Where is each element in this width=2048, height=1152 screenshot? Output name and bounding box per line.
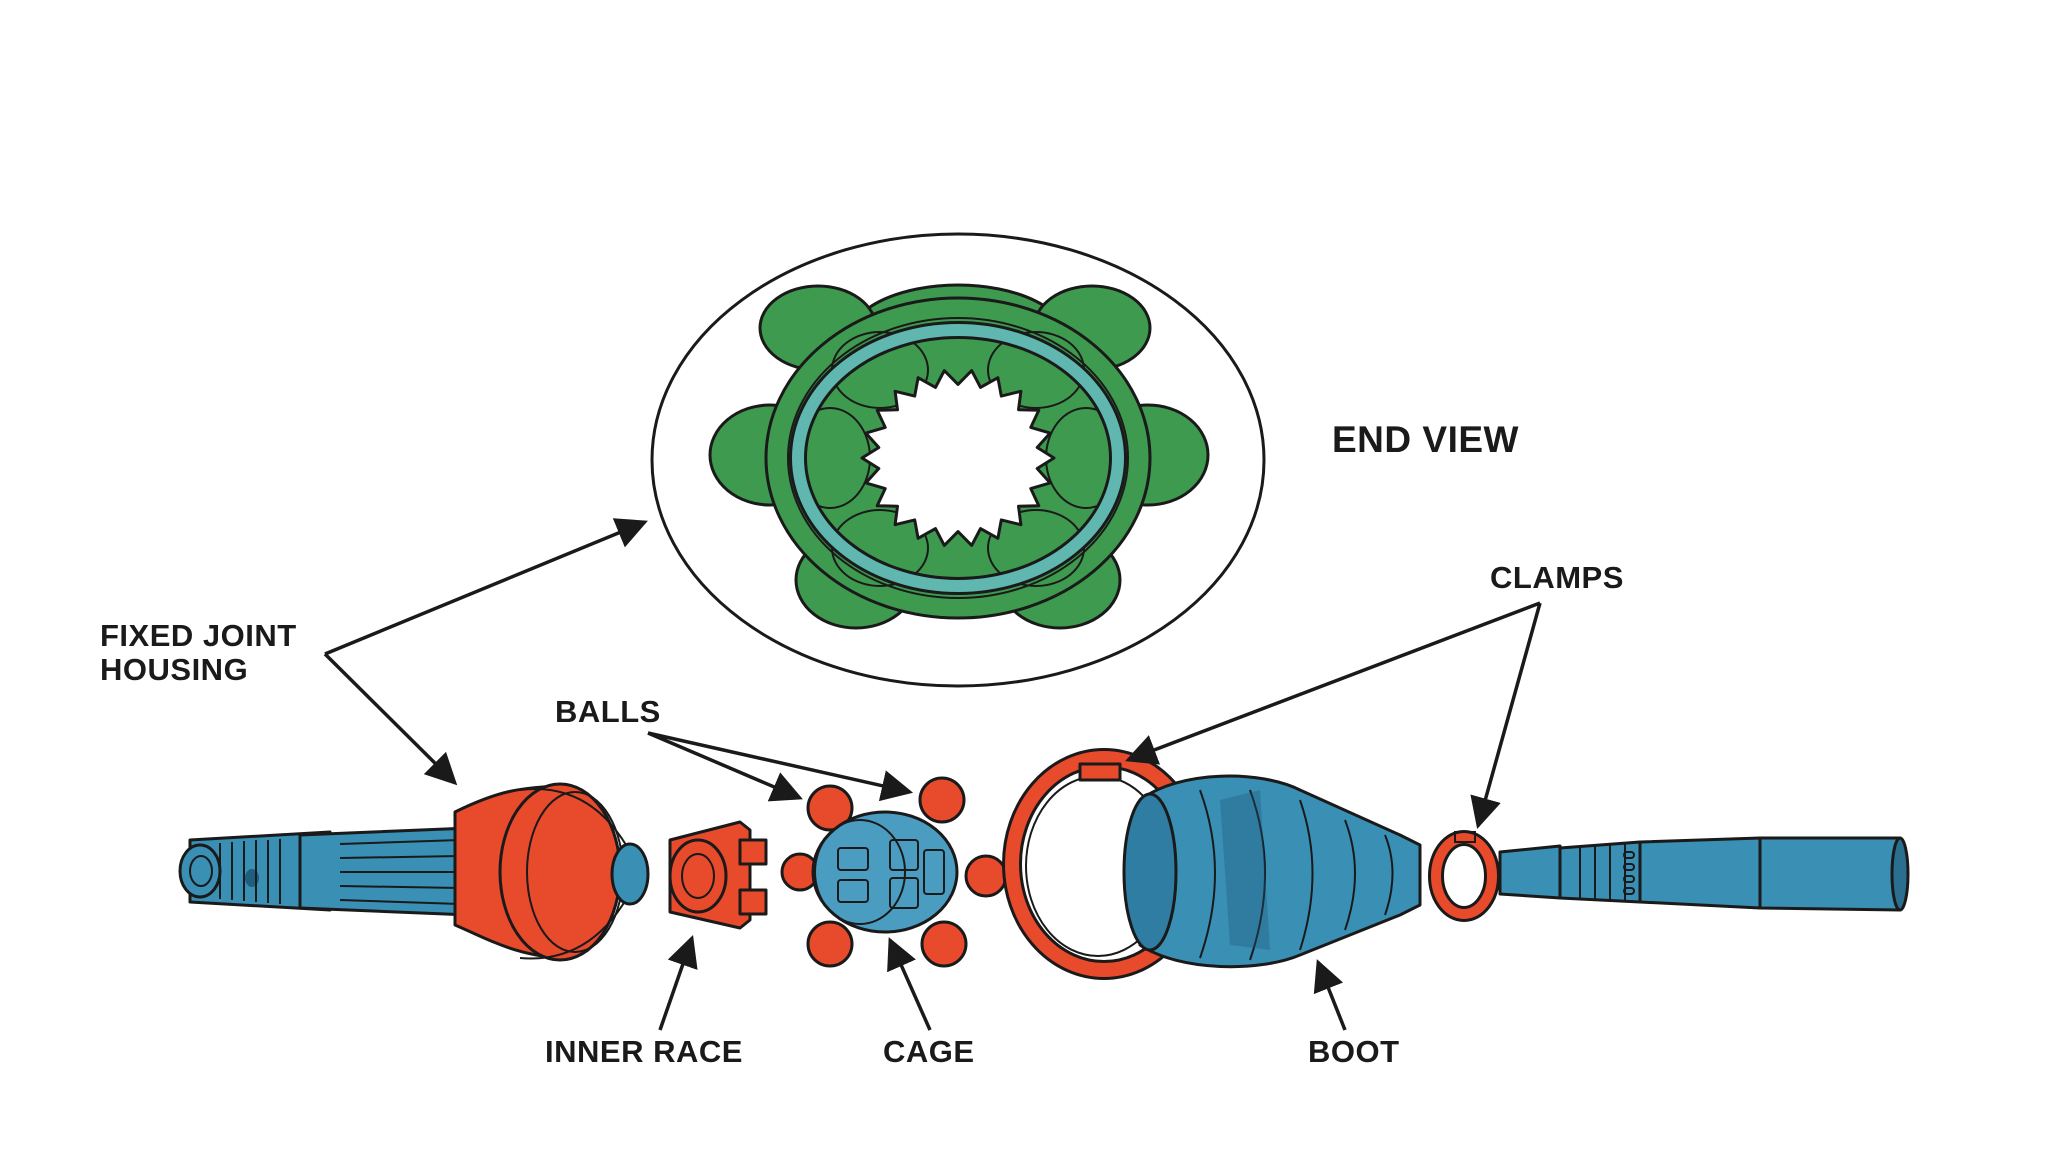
label-cage: CAGE [883, 1034, 975, 1069]
axle-shaft [1498, 836, 1910, 912]
ball [920, 920, 968, 968]
boot [1122, 774, 1422, 969]
end-view-spline-hole [860, 369, 1056, 547]
fixed-joint-housing-assembly [178, 782, 650, 962]
callout-arrows [323, 518, 1542, 1031]
label-balls: BALLS [555, 694, 661, 729]
ball [806, 784, 854, 832]
label-boot: BOOT [1308, 1034, 1400, 1069]
end-view [650, 232, 1266, 688]
balls [780, 776, 1008, 968]
ball [964, 854, 1008, 898]
clamp-small [1428, 830, 1500, 922]
label-housing: HOUSING [100, 652, 248, 687]
label-end-view: END VIEW [1332, 419, 1519, 460]
ball [806, 920, 854, 968]
label-inner-race: INNER RACE [545, 1034, 743, 1069]
labels: END VIEW CLAMPS FIXED JOINT HOUSING BALL… [100, 419, 1624, 1069]
label-clamps: CLAMPS [1490, 560, 1624, 595]
ball [918, 776, 966, 824]
label-fixed-joint: FIXED JOINT [100, 618, 297, 653]
inner-race [668, 820, 768, 930]
end-view-joint [708, 283, 1210, 630]
cage [811, 810, 959, 934]
